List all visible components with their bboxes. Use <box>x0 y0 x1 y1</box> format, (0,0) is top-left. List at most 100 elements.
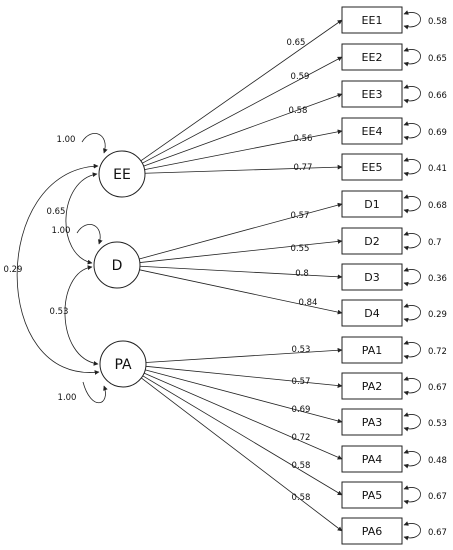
indicator-label: PA2 <box>362 380 382 393</box>
loading-label: 0.72 <box>292 433 311 443</box>
latent-label: D <box>112 258 123 274</box>
loading-label: 0.58 <box>289 106 308 116</box>
indicator-label: PA6 <box>362 525 382 538</box>
covariance-arcs <box>16 10 421 541</box>
indicator-box <box>341 372 403 400</box>
indicator-box <box>341 153 403 181</box>
residual-label: 0.41 <box>428 164 447 174</box>
loading-path <box>143 372 343 460</box>
indicator-box <box>341 190 403 218</box>
factor-covariance-arc <box>64 265 99 366</box>
residual-label: 0.29 <box>428 310 447 320</box>
indicator-box <box>341 336 403 364</box>
covariance-label: 0.53 <box>50 307 69 317</box>
covariance-label: 0.65 <box>47 207 66 217</box>
loading-path <box>144 164 343 174</box>
factor-variance-label: 1.00 <box>57 135 76 145</box>
loading-label: 0.55 <box>291 244 310 254</box>
loading-label: 0.58 <box>292 493 311 503</box>
residual-variance-arc <box>403 412 421 432</box>
indicator-box <box>341 227 403 255</box>
loading-path <box>139 265 343 280</box>
loading-path <box>142 56 343 164</box>
indicator-box <box>341 408 403 436</box>
loading-label: 0.57 <box>291 211 310 221</box>
residual-variance-arc <box>403 10 421 30</box>
loading-label: 0.65 <box>287 38 306 48</box>
residual-label: 0.65 <box>428 54 447 64</box>
residual-label: 0.66 <box>428 91 447 101</box>
latent-label: EE <box>113 167 131 183</box>
loading-label: 0.57 <box>292 377 311 387</box>
latent-label: PA <box>114 357 132 373</box>
residual-variance-arc <box>403 157 421 177</box>
latent-factor-circle <box>93 241 141 289</box>
factor-variance-label: 1.00 <box>52 226 71 236</box>
factor-covariance-arc <box>65 172 98 265</box>
indicator-box <box>341 517 403 545</box>
residual-variance-arc <box>403 340 421 360</box>
loading-path <box>144 129 343 170</box>
residual-label: 0.53 <box>428 419 447 429</box>
variable-nodes: EE1EE2EE3EE4EE5D1D2D3D4PA1PA2PA3PA4PA5PA… <box>93 6 403 545</box>
residual-variance-arc <box>403 194 421 214</box>
loading-path <box>140 19 343 162</box>
residual-variance-arc <box>403 267 421 287</box>
residual-label: 0.72 <box>428 347 447 357</box>
residual-variance-arc <box>403 121 421 141</box>
indicator-box <box>341 481 403 509</box>
residual-variance-arc <box>403 449 421 469</box>
coefficient-labels: 0.650.590.580.560.770.570.550.80.840.530… <box>4 17 447 538</box>
residual-variance-arc <box>403 303 421 323</box>
loading-label: 0.58 <box>292 461 311 471</box>
factor-covariance-arc <box>16 163 100 375</box>
loading-path <box>139 202 343 260</box>
indicator-box <box>341 117 403 145</box>
indicator-label: D4 <box>364 307 379 320</box>
loading-label: 0.53 <box>292 345 311 355</box>
indicator-box <box>341 445 403 473</box>
residual-label: 0.67 <box>428 383 447 393</box>
loading-path <box>139 239 343 263</box>
loading-path <box>145 369 343 424</box>
indicator-label: D1 <box>364 198 379 211</box>
loading-paths <box>139 19 343 532</box>
latent-factor-circle <box>98 150 146 198</box>
indicator-label: D2 <box>364 235 379 248</box>
factor-variance-arc <box>81 133 108 154</box>
loading-path <box>145 347 343 363</box>
loading-label: 0.77 <box>294 163 313 173</box>
residual-label: 0.67 <box>428 528 447 538</box>
residual-label: 0.58 <box>428 17 447 27</box>
indicator-label: EE1 <box>362 14 383 27</box>
residual-label: 0.68 <box>428 201 447 211</box>
indicator-box <box>341 80 403 108</box>
indicator-box <box>341 263 403 291</box>
residual-label: 0.48 <box>428 456 447 466</box>
indicator-box <box>341 6 403 34</box>
residual-variance-arc <box>403 521 421 541</box>
loading-path <box>145 365 343 388</box>
residual-variance-arc <box>403 231 421 251</box>
loading-path <box>139 269 343 315</box>
loading-label: 0.8 <box>295 269 309 279</box>
residual-label: 0.67 <box>428 492 447 502</box>
factor-variance-arc <box>76 224 103 245</box>
indicator-label: EE2 <box>362 51 383 64</box>
indicator-label: EE3 <box>362 88 383 101</box>
latent-factor-circle <box>99 340 147 388</box>
indicator-box <box>341 299 403 327</box>
indicator-box <box>341 43 403 71</box>
indicator-label: EE5 <box>362 161 383 174</box>
loading-label: 0.56 <box>294 134 313 144</box>
residual-label: 0.36 <box>428 274 447 284</box>
indicator-label: EE4 <box>362 125 383 138</box>
residual-variance-arc <box>403 485 421 505</box>
factor-variance-label: 1.00 <box>58 393 77 403</box>
indicator-label: PA5 <box>362 489 382 502</box>
indicator-label: D3 <box>364 271 379 284</box>
loading-label: 0.59 <box>291 72 310 82</box>
loading-path <box>141 377 343 532</box>
factor-variance-arc <box>82 381 108 403</box>
residual-label: 0.7 <box>428 238 442 248</box>
